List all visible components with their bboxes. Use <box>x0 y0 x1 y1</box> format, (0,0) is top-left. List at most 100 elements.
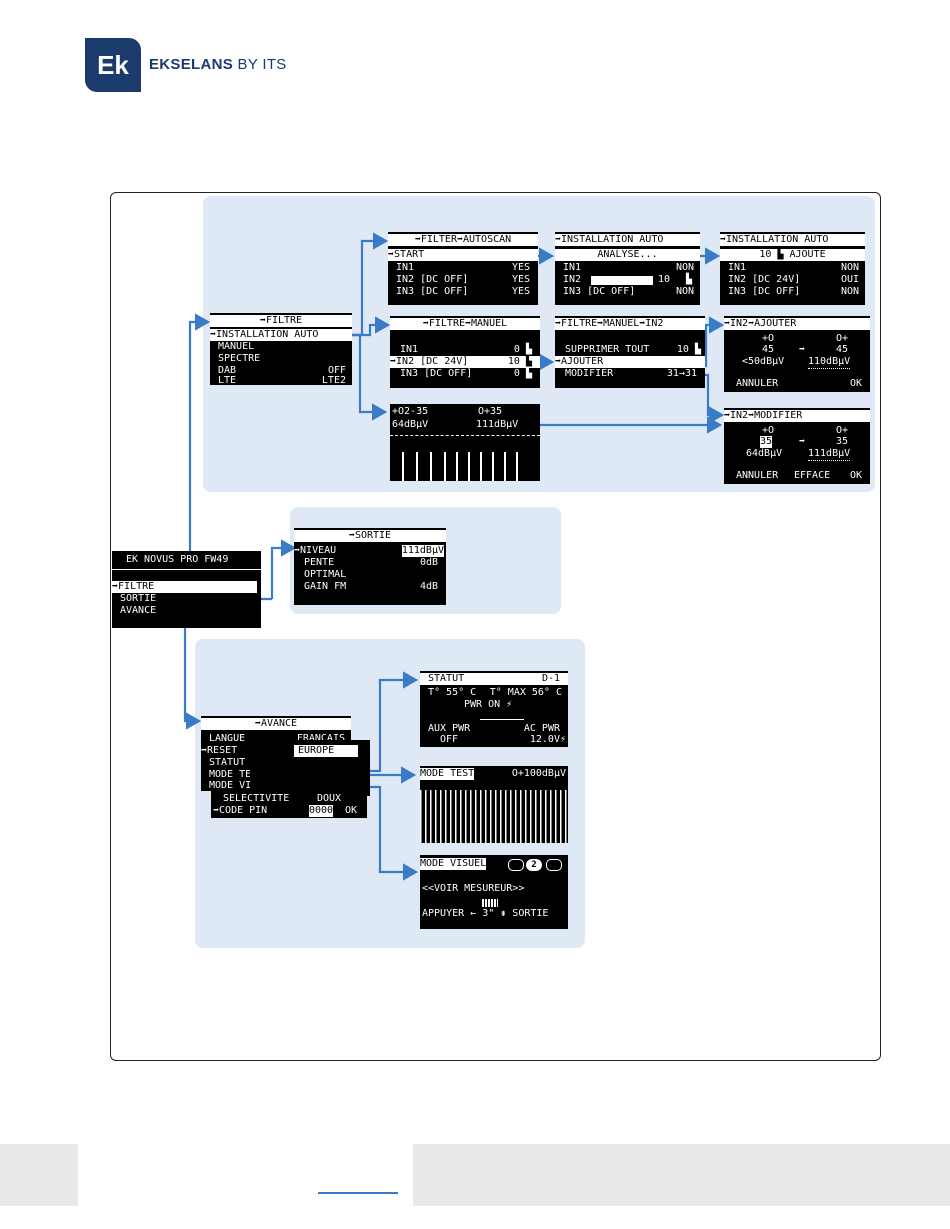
install-result-added-label: AJOUTE <box>789 249 826 260</box>
autoscan-in3[interactable]: IN3 [DC OFF] <box>396 286 469 297</box>
manuel-in2-val: 10 ▙ <box>507 356 532 368</box>
spectre-bars <box>390 452 540 481</box>
install-result-in2-val: OUI <box>840 274 859 285</box>
install-analyse-in3-val: NON <box>675 286 694 297</box>
statut-aux-val: OFF <box>440 734 459 745</box>
sortie-niveau-val[interactable]: 111dBµV <box>401 545 444 557</box>
footer-left-block <box>0 1144 78 1206</box>
sortie-niveau-label: NIVEAU <box>300 545 337 556</box>
spectre-ch: O+35 <box>478 406 503 417</box>
in2-menu-modifier[interactable]: MODIFIER <box>565 368 614 379</box>
avance-code-pin-ok[interactable]: OK <box>345 805 358 816</box>
modifier-right-level[interactable]: 111dBµV <box>808 448 851 461</box>
install-analyse-in2: IN2 <box>563 274 582 285</box>
install-result-added-count: 10 <box>759 249 772 260</box>
modifier-right-ch[interactable]: 35 <box>836 436 849 447</box>
in2-menu-suppr[interactable]: SUPPRIMER TOUT <box>565 344 650 355</box>
ajouter-arrow: ➡ <box>799 344 806 355</box>
modifier-screen: ➡IN2➡MODIFIER +O O+ 35 ➡ 35 64dBµV 111dB… <box>724 408 870 484</box>
manuel-in3-val: 0 ▙ <box>513 368 532 379</box>
autoscan-in1[interactable]: IN1 <box>396 262 415 273</box>
filtre-item-lte[interactable]: LTE <box>218 375 237 385</box>
install-result-in3-val: NON <box>840 286 859 297</box>
main-item-sortie[interactable]: SORTIE <box>120 593 157 604</box>
avance-code-pin[interactable]: ➡CODE PIN <box>213 805 268 816</box>
autoscan-in2[interactable]: IN2 [DC OFF] <box>396 274 469 285</box>
filtre-screen: ➡FILTRE ➡INSTALLATION AUTO MANUEL SPECTR… <box>210 313 352 385</box>
ajouter-left-ch[interactable]: 45 <box>762 344 775 355</box>
mode-visuel-toggle-active[interactable]: 2 <box>526 859 542 871</box>
avance-reset-val[interactable]: EUROPE <box>294 745 358 757</box>
avance-code-pin-val[interactable]: 0000 <box>309 805 334 817</box>
in2-menu-ajouter-label: AJOUTER <box>561 356 604 367</box>
filtre-item-install[interactable]: ➡INSTALLATION AUTO <box>210 329 352 341</box>
ajouter-cancel[interactable]: ANNULER <box>736 378 779 389</box>
mode-test-title: MODE TEST <box>420 768 475 780</box>
modifier-ok[interactable]: OK <box>849 470 862 481</box>
manuel-in1-count: 0 <box>513 344 520 355</box>
in2-menu-suppr-count: 10 <box>676 344 689 355</box>
statut-temp: T° 55° C <box>428 687 477 698</box>
filtre-item-manuel[interactable]: MANUEL <box>218 341 255 352</box>
avance-code-pin-label: CODE PIN <box>219 805 268 816</box>
manuel-screen: ➡FILTRE➡MANUEL IN1 0 ▙ ➡IN2 [DC 24V] 10 … <box>390 316 540 388</box>
filtre-lte-value: LTE2 <box>321 375 346 385</box>
in2-menu-ajouter[interactable]: ➡AJOUTER <box>555 356 705 368</box>
in2-menu-suppr-val: 10 ▙ <box>676 344 701 355</box>
manuel-in1[interactable]: IN1 <box>400 344 419 355</box>
install-result-in2: IN2 [DC 24V] <box>728 274 801 285</box>
avance-reset[interactable]: ➡RESET <box>201 745 238 756</box>
avance-langue[interactable]: LANGUE <box>209 733 246 744</box>
filtre-dab-value: OFF <box>327 365 346 376</box>
autoscan-screen: ➡FILTER➡AUTOSCAN ➡START IN1 YES IN2 [DC … <box>388 232 538 305</box>
main-menu-screen: EK NOVUS PRO FW49 ➡FILTRE SORTIE AVANCE <box>112 551 261 628</box>
main-item-filtre[interactable]: ➡FILTRE <box>112 581 257 593</box>
signal-icon <box>482 899 498 907</box>
mode-test-screen: MODE TEST O+100dBµV <box>420 766 568 843</box>
brand-name-bold: EKSELANS <box>149 56 234 73</box>
mode-visuel-toggle-right[interactable] <box>546 859 562 871</box>
autoscan-in2-val: YES <box>511 274 530 285</box>
sortie-pente[interactable]: PENTE <box>304 557 335 568</box>
modifier-erase[interactable]: EFFACE <box>794 470 831 481</box>
autoscan-start[interactable]: ➡START <box>388 249 538 261</box>
filtre-item-dab[interactable]: DAB <box>218 365 237 376</box>
manuel-in3-count: 0 <box>513 368 520 379</box>
sortie-title: ➡SORTIE <box>294 530 446 542</box>
avance-langue-val: FRANCAIS <box>296 733 345 744</box>
modifier-cancel[interactable]: ANNULER <box>736 470 779 481</box>
autoscan-title: ➡FILTER➡AUTOSCAN <box>388 234 538 246</box>
modifier-left-ch[interactable]: 35 <box>760 436 773 448</box>
avance-selectivite[interactable]: SELECTIVITE <box>223 793 290 804</box>
install-result-title: ➡INSTALLATION AUTO <box>720 234 865 246</box>
ajouter-right-level[interactable]: 110dBµV <box>808 356 851 369</box>
install-result-added: 10 ▙ AJOUTE <box>720 249 865 261</box>
in2-menu-screen: ➡FILTRE➡MANUEL➡IN2 SUPPRIMER TOUT 10 ▙ ➡… <box>555 316 705 388</box>
ajouter-left-level[interactable]: <50dBµV <box>742 356 785 367</box>
modifier-arrow: ➡ <box>799 436 806 447</box>
sortie-screen: ➡SORTIE ➡NIVEAU 111dBµV PENTE 0dB OPTIMA… <box>294 528 446 605</box>
main-item-avance[interactable]: AVANCE <box>120 605 157 616</box>
autoscan-start-label: START <box>394 249 425 260</box>
install-analyse-title: ➡INSTALLATION AUTO <box>555 234 700 246</box>
install-analyse-in2-val: 10 <box>658 274 671 285</box>
diagram-frame <box>110 192 881 1061</box>
sortie-gain[interactable]: GAIN FM <box>304 581 347 592</box>
manuel-in2[interactable]: ➡IN2 [DC 24V] <box>390 356 540 368</box>
mode-visuel-line2: APPUYER ← 3" ⇟ SORTIE <box>422 908 549 919</box>
modifier-left-level[interactable]: 64dBµV <box>746 448 783 459</box>
sortie-gain-val: 4dB <box>419 581 438 592</box>
ajouter-ok[interactable]: OK <box>849 378 862 389</box>
avance-title: ➡AVANCE <box>201 718 351 730</box>
sortie-niveau[interactable]: ➡NIVEAU <box>294 545 337 556</box>
statut-power-diagram <box>480 719 524 720</box>
avance-statut[interactable]: STATUT <box>209 757 246 768</box>
sortie-optimal[interactable]: OPTIMAL <box>304 569 347 580</box>
mode-visuel-toggle-left[interactable] <box>508 859 524 871</box>
brand-name-rest: BY ITS <box>233 56 287 73</box>
main-menu-title: EK NOVUS PRO FW49 <box>126 554 229 565</box>
avance-reset-label: RESET <box>207 745 238 756</box>
manuel-in3[interactable]: IN3 [DC OFF] <box>400 368 473 379</box>
filtre-item-spectre[interactable]: SPECTRE <box>218 353 261 364</box>
ajouter-right-ch[interactable]: 45 <box>836 344 849 355</box>
